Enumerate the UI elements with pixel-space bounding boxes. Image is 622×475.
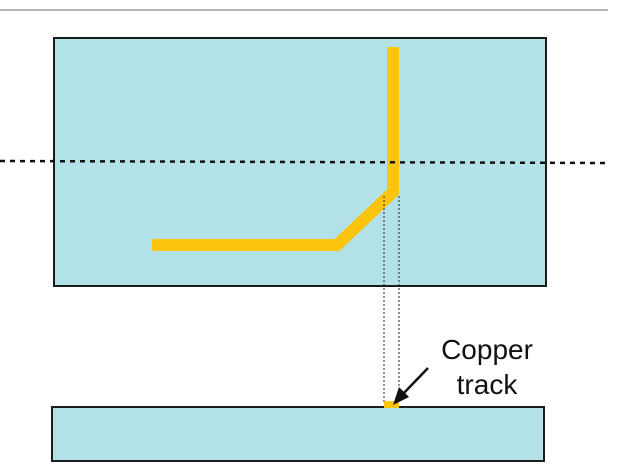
- callout-arrow-head: [393, 387, 409, 405]
- callout-label-line2: track: [457, 369, 519, 400]
- callout-arrow-shaft: [401, 367, 429, 396]
- copper-track-top-view: [152, 47, 399, 251]
- section-line: [0, 159, 609, 165]
- callout-label-line1: Copper: [441, 334, 533, 365]
- copper-track-cross-section: [384, 401, 399, 408]
- board-cross-section: [51, 406, 545, 462]
